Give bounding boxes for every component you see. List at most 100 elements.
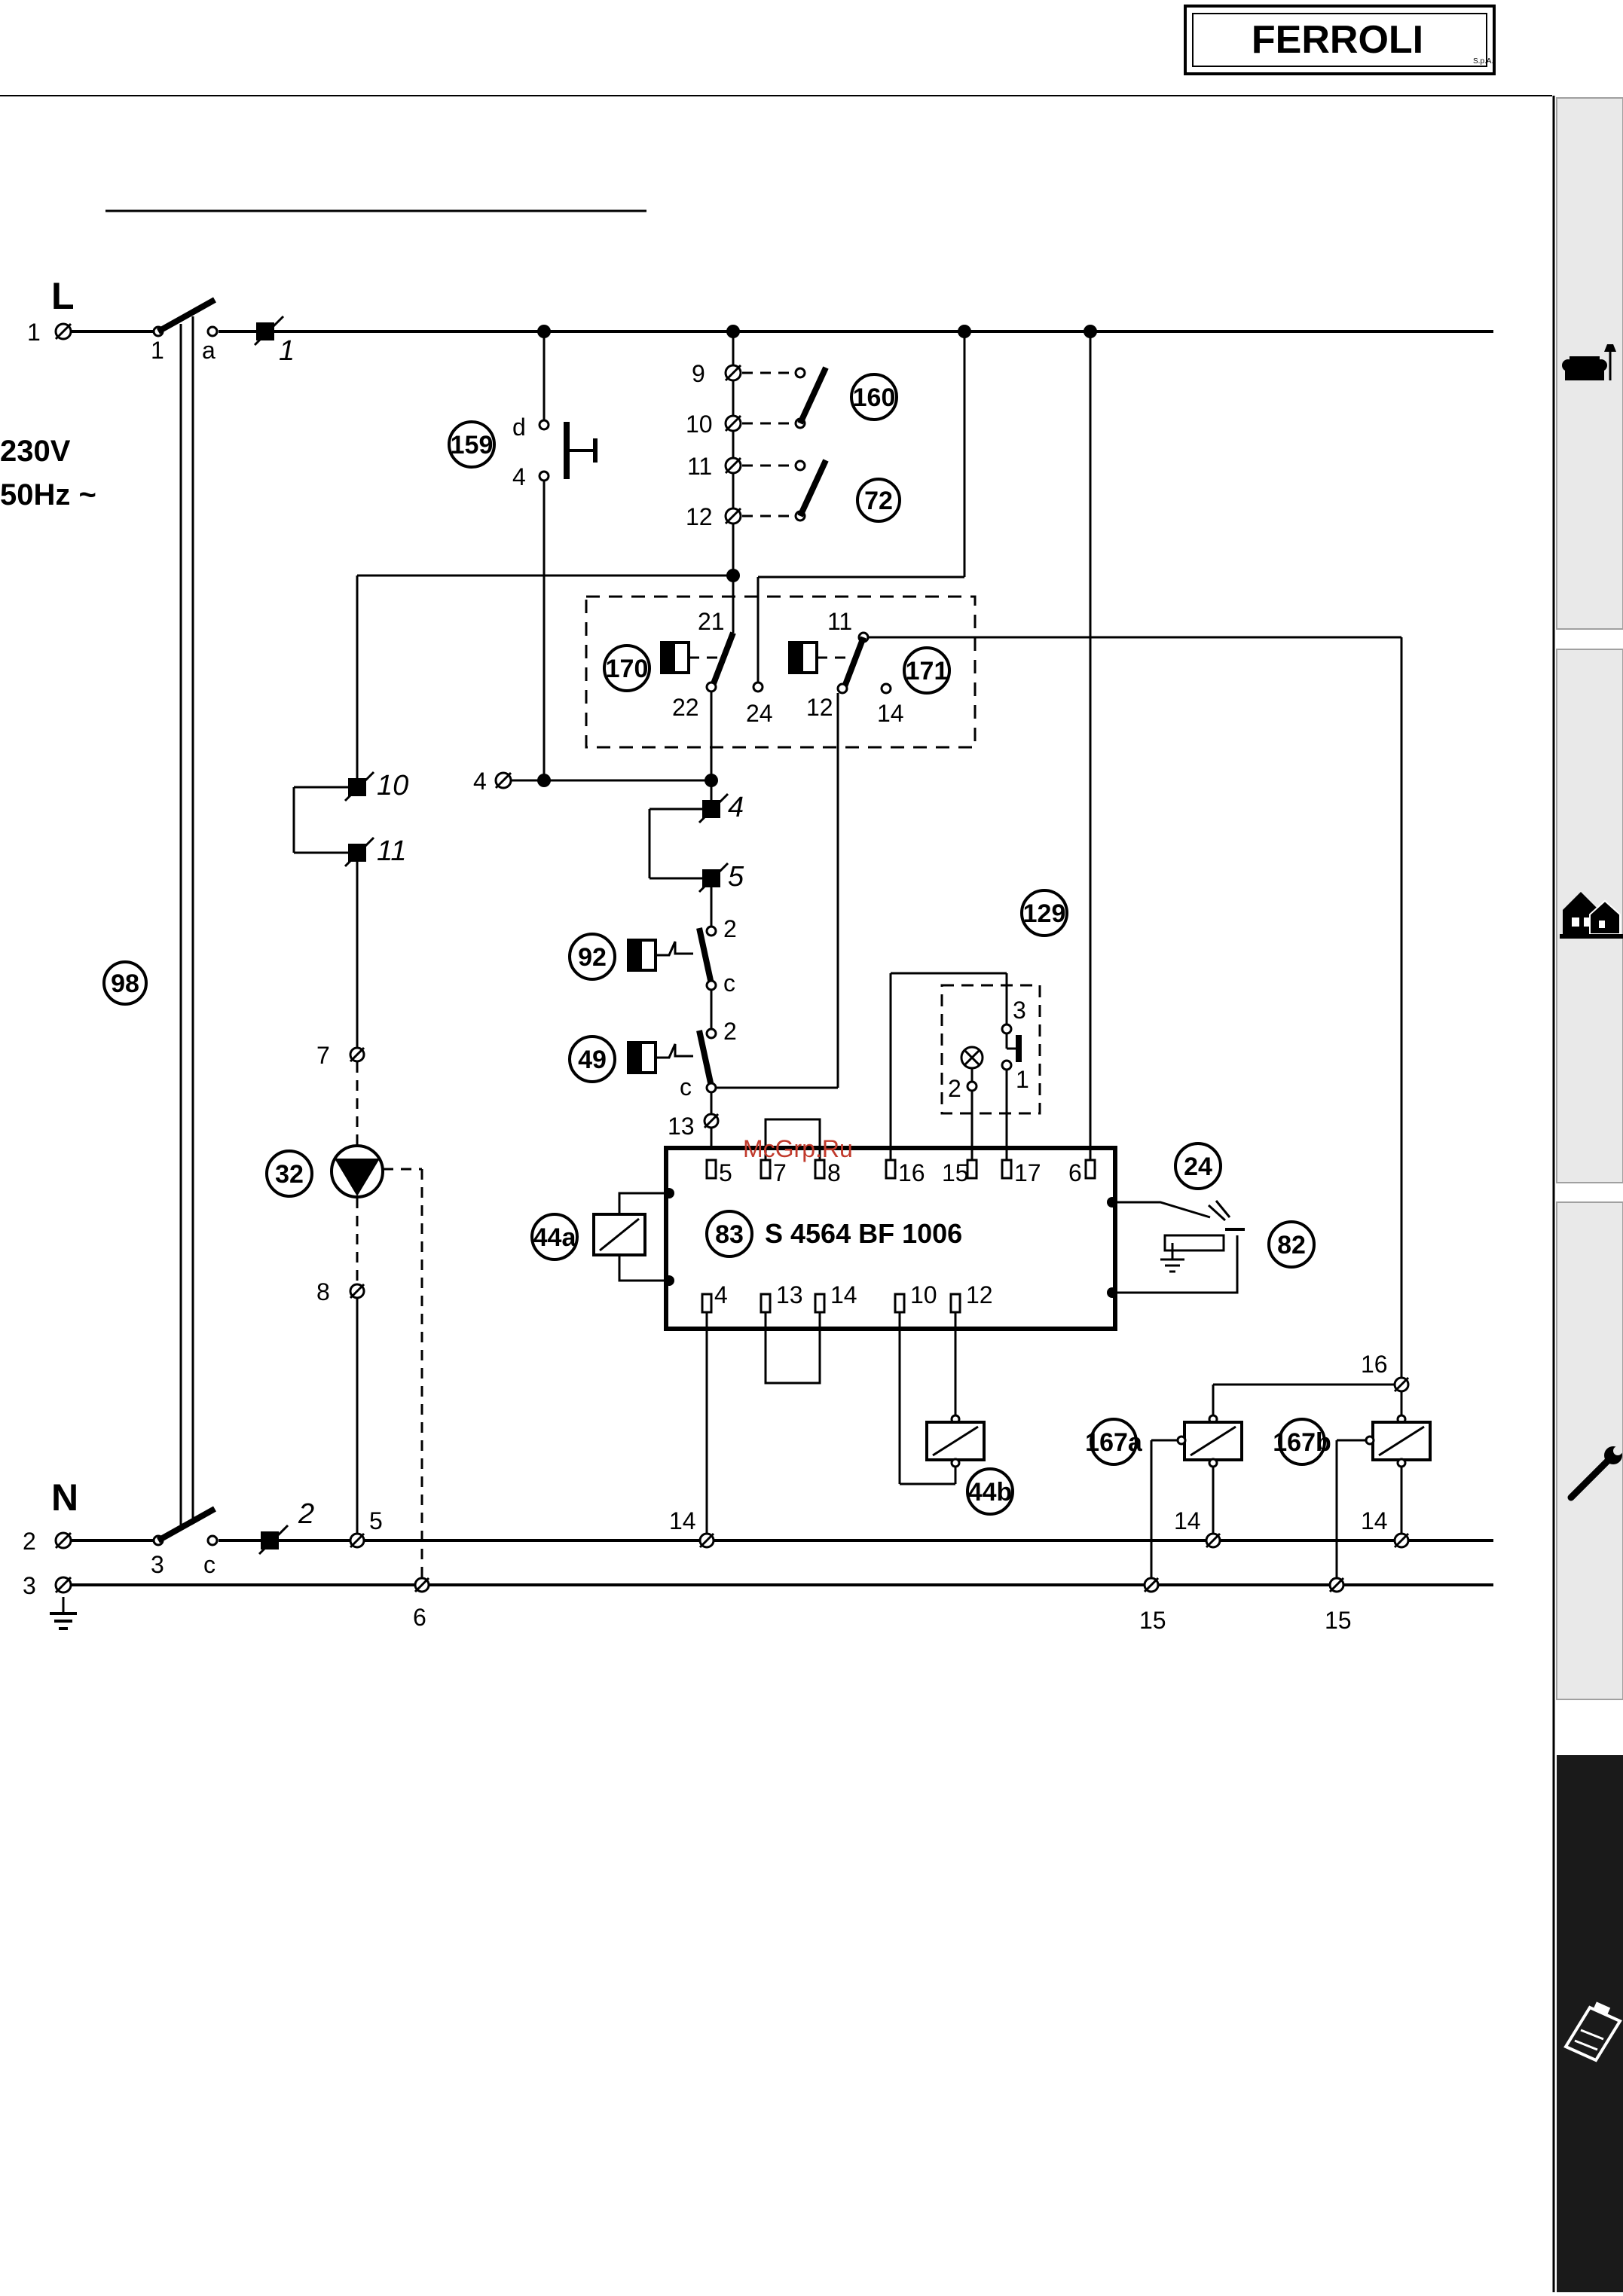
- svg-text:10: 10: [377, 770, 408, 801]
- svg-text:8: 8: [827, 1159, 841, 1186]
- svg-text:4: 4: [714, 1281, 728, 1308]
- svg-text:24: 24: [746, 700, 773, 727]
- svg-text:21: 21: [698, 608, 725, 635]
- svg-text:c: c: [203, 1551, 215, 1578]
- svg-text:14: 14: [669, 1507, 696, 1534]
- svg-text:6: 6: [1068, 1159, 1082, 1186]
- watermark: McGrp.Ru: [743, 1135, 853, 1162]
- electrodes: 24 82: [1112, 1143, 1314, 1293]
- svg-text:13: 13: [776, 1281, 803, 1308]
- svg-text:49: 49: [578, 1046, 607, 1074]
- svg-text:15: 15: [1139, 1607, 1166, 1634]
- svg-text:92: 92: [578, 943, 607, 972]
- frequency-label: 50Hz ~: [0, 478, 96, 511]
- svg-text:32: 32: [275, 1160, 304, 1189]
- svg-text:167b: 167b: [1273, 1428, 1331, 1457]
- svg-text:24: 24: [1184, 1153, 1212, 1181]
- svg-text:129: 129: [1023, 899, 1066, 928]
- svg-text:2: 2: [948, 1075, 961, 1102]
- svg-text:2: 2: [298, 1498, 314, 1530]
- svg-text:3: 3: [1013, 997, 1026, 1024]
- svg-text:11: 11: [827, 608, 852, 635]
- svg-text:4: 4: [473, 768, 487, 795]
- svg-text:14: 14: [830, 1281, 857, 1308]
- svg-text:11: 11: [687, 453, 712, 480]
- svg-text:22: 22: [672, 694, 699, 721]
- svg-text:4: 4: [728, 792, 744, 823]
- svg-text:7: 7: [316, 1042, 330, 1069]
- svg-text:44a: 44a: [533, 1223, 577, 1252]
- pump-32: 7 8 5 6 32: [267, 1042, 429, 1631]
- main-switch: 1 a 3 c: [151, 300, 217, 1578]
- logo-sub: S.p.A.: [1473, 57, 1493, 66]
- safety-chain: 4 5 2 c 92 2 c 49 13: [570, 780, 838, 1160]
- svg-text:15: 15: [942, 1159, 969, 1186]
- svg-text:1: 1: [151, 337, 164, 364]
- svg-text:171: 171: [906, 657, 949, 685]
- side-tab-strip: [1554, 96, 1623, 2292]
- svg-text:159: 159: [451, 431, 494, 460]
- svg-text:10: 10: [686, 411, 713, 438]
- svg-text:c: c: [723, 969, 735, 997]
- svg-text:12: 12: [966, 1281, 993, 1308]
- svg-text:170: 170: [606, 655, 649, 683]
- svg-text:a: a: [202, 337, 215, 364]
- svg-text:5: 5: [369, 1507, 383, 1534]
- earth-bus: [50, 1585, 1493, 1629]
- svg-text:1: 1: [1016, 1066, 1029, 1093]
- svg-text:13: 13: [668, 1113, 695, 1140]
- fuse-1: 1: [255, 316, 295, 367]
- svg-text:5: 5: [728, 861, 744, 893]
- svg-text:6: 6: [413, 1604, 426, 1631]
- svg-text:72: 72: [864, 487, 893, 515]
- technical-data-tab[interactable]: [1557, 1755, 1623, 2292]
- svg-text:12: 12: [806, 694, 833, 721]
- line-label: L: [51, 275, 75, 317]
- svg-text:12: 12: [686, 503, 713, 530]
- svg-text:14: 14: [1174, 1507, 1201, 1534]
- svg-text:8: 8: [316, 1278, 330, 1305]
- svg-text:14: 14: [1361, 1507, 1388, 1534]
- svg-text:160: 160: [853, 383, 896, 412]
- thermostat-column: 9 10 11 12 160 72: [686, 331, 900, 582]
- fuse-2: 2: [259, 1498, 314, 1554]
- voltage-label: 230V: [0, 435, 71, 468]
- neutral-label: N: [51, 1476, 78, 1519]
- svg-text:17: 17: [1014, 1159, 1041, 1186]
- svg-text:2: 2: [723, 1018, 737, 1045]
- svg-text:1: 1: [27, 319, 41, 346]
- controller-model: S 4564 BF 1006: [765, 1218, 962, 1249]
- push-button-159: d 4 159: [449, 331, 595, 780]
- svg-text:3: 3: [151, 1551, 164, 1578]
- svg-text:1: 1: [279, 335, 295, 367]
- svg-text:2: 2: [723, 915, 737, 942]
- svg-text:167a: 167a: [1085, 1428, 1143, 1457]
- svg-text:4: 4: [512, 463, 526, 490]
- svg-text:2: 2: [23, 1528, 36, 1555]
- svg-text:11: 11: [377, 835, 406, 867]
- svg-text:82: 82: [1277, 1231, 1306, 1259]
- svg-text:16: 16: [898, 1159, 925, 1186]
- svg-text:10: 10: [910, 1281, 937, 1308]
- svg-text:c: c: [680, 1073, 692, 1101]
- callout-98: 98: [104, 962, 146, 1004]
- svg-text:15: 15: [1325, 1607, 1352, 1634]
- svg-text:14: 14: [877, 700, 904, 727]
- svg-text:5: 5: [719, 1159, 732, 1186]
- ferroli-logo: FERROLI S.p.A.: [1185, 6, 1494, 74]
- coil-44b: 44b: [900, 1312, 1013, 1514]
- junction-4: 4: [473, 768, 718, 795]
- svg-text:83: 83: [715, 1220, 744, 1249]
- valves-167: 16 14 15 167a 14 15 167b: [1085, 1351, 1430, 1634]
- logo-text: FERROLI: [1252, 18, 1423, 62]
- svg-text:16: 16: [1361, 1351, 1388, 1378]
- svg-text:d: d: [512, 414, 526, 441]
- coil-44a: 44a: [532, 1193, 669, 1281]
- svg-text:3: 3: [23, 1572, 36, 1599]
- svg-text:98: 98: [111, 969, 139, 998]
- svg-text:7: 7: [773, 1159, 787, 1186]
- block-129: 129 3 2 1: [891, 890, 1067, 1160]
- svg-text:9: 9: [692, 360, 705, 387]
